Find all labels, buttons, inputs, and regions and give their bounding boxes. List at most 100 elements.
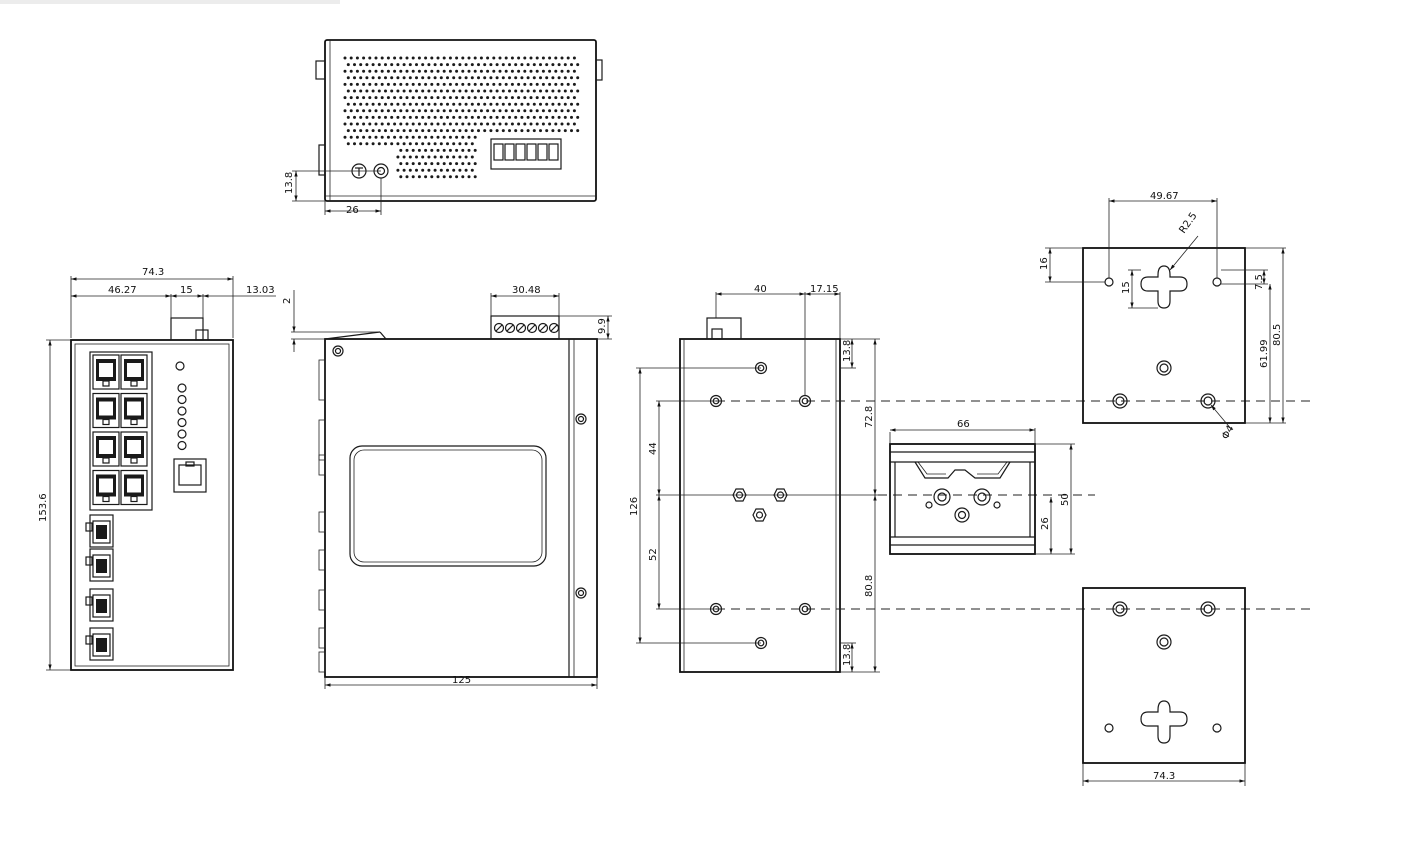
- vent-dot: [365, 102, 369, 106]
- vent-dot: [439, 168, 443, 172]
- vent-dot: [384, 76, 387, 80]
- vent-dot: [557, 76, 561, 80]
- vent-dot: [455, 69, 459, 73]
- vent-dot: [572, 82, 576, 86]
- vent-dot: [411, 175, 415, 179]
- vent-dot: [433, 63, 437, 67]
- vent-dot: [399, 122, 403, 126]
- vent-dot: [523, 109, 527, 113]
- vent-dot: [408, 102, 412, 106]
- terminal-screw-slot: [495, 324, 503, 332]
- vent-dot: [464, 76, 468, 80]
- vent-dot: [384, 129, 387, 133]
- vent-dot: [399, 69, 403, 73]
- vent-dot: [415, 63, 418, 67]
- vent-dot: [402, 129, 406, 133]
- rj45-port-tab: [130, 495, 138, 503]
- vent-dot: [359, 76, 363, 80]
- vent-dot: [421, 115, 425, 119]
- vent-dot: [424, 82, 428, 86]
- vent-dot: [467, 162, 471, 166]
- vent-dot: [353, 89, 356, 93]
- vent-dot: [436, 122, 440, 126]
- vent-dot: [477, 129, 480, 133]
- vent-dot: [371, 63, 375, 67]
- vent-dot: [508, 63, 511, 67]
- vent-dot: [343, 109, 347, 113]
- vent-dot: [417, 82, 421, 86]
- vent-dot: [458, 155, 462, 159]
- vent-dot: [380, 135, 384, 139]
- vent-dot: [396, 155, 400, 159]
- vent-dot: [349, 96, 353, 100]
- vent-dot: [399, 162, 403, 166]
- vent-dot: [495, 63, 499, 67]
- sfp-port-latch: [85, 556, 93, 566]
- vent-dot: [470, 63, 474, 67]
- vent-dot: [560, 56, 564, 60]
- vent-dot: [380, 96, 384, 100]
- vent-dot: [386, 69, 390, 73]
- dim-plate-15: 15: [1121, 281, 1132, 294]
- vent-dot: [346, 129, 350, 133]
- vent-dot: [408, 155, 412, 159]
- vent-dot: [399, 148, 403, 152]
- vent-dot: [541, 56, 545, 60]
- vent-dot: [377, 63, 381, 67]
- rear-view: 40 17.15 13.8 72.8 80.8 13.8 126 44 52: [629, 284, 880, 673]
- vent-dot: [399, 96, 403, 100]
- vent-dot: [359, 115, 363, 119]
- vent-dot: [390, 89, 394, 93]
- vent-dot: [442, 148, 446, 152]
- vent-dot: [353, 142, 356, 146]
- vent-dot: [349, 82, 353, 86]
- side-edge-port: [318, 651, 326, 673]
- vent-dot: [402, 155, 406, 159]
- dim-plate-16: 16: [1039, 257, 1050, 270]
- vent-dot: [545, 76, 549, 80]
- vent-dot: [467, 109, 471, 113]
- vent-dot: [467, 175, 471, 179]
- vent-dot: [501, 63, 505, 67]
- vent-dot: [514, 102, 518, 106]
- vent-dot: [448, 69, 452, 73]
- vent-dot: [362, 109, 366, 113]
- vent-dot: [399, 109, 403, 113]
- vent-dot: [430, 56, 434, 60]
- vent-dot: [371, 142, 375, 146]
- vent-dot: [408, 129, 412, 133]
- rj45-port-tab: [130, 380, 138, 387]
- vent-dot: [529, 122, 533, 126]
- rj45-port-tab: [102, 495, 110, 503]
- vent-dot: [386, 96, 390, 100]
- vent-dot: [548, 122, 552, 126]
- vent-dot: [554, 82, 558, 86]
- vent-dot: [399, 135, 403, 139]
- rj45-port: [92, 354, 120, 390]
- vent-dot: [455, 56, 459, 60]
- vent-dot: [452, 142, 456, 146]
- vent-dot: [455, 82, 459, 86]
- vent-dot: [479, 96, 483, 100]
- vent-dot: [359, 102, 363, 106]
- dim-din-50: 50: [1060, 493, 1071, 506]
- rj45-port-cavity: [127, 401, 141, 416]
- vent-dot: [386, 109, 390, 113]
- vent-dot: [470, 129, 474, 133]
- vent-dot: [520, 76, 524, 80]
- vent-dot: [402, 63, 406, 67]
- vent-dot: [448, 109, 452, 113]
- vent-dot: [417, 148, 421, 152]
- vent-dot: [343, 135, 347, 139]
- vent-dot: [349, 56, 353, 60]
- vent-dot: [411, 162, 415, 166]
- vent-dot: [455, 96, 459, 100]
- rj45-port-cavity: [127, 478, 141, 493]
- vent-dot: [402, 168, 406, 172]
- vent-dot: [504, 109, 508, 113]
- vent-dot: [479, 82, 483, 86]
- vent-dot: [396, 89, 400, 93]
- rj45-port-cavity: [127, 440, 141, 454]
- vent-dot: [433, 102, 437, 106]
- vent-dot: [433, 142, 437, 146]
